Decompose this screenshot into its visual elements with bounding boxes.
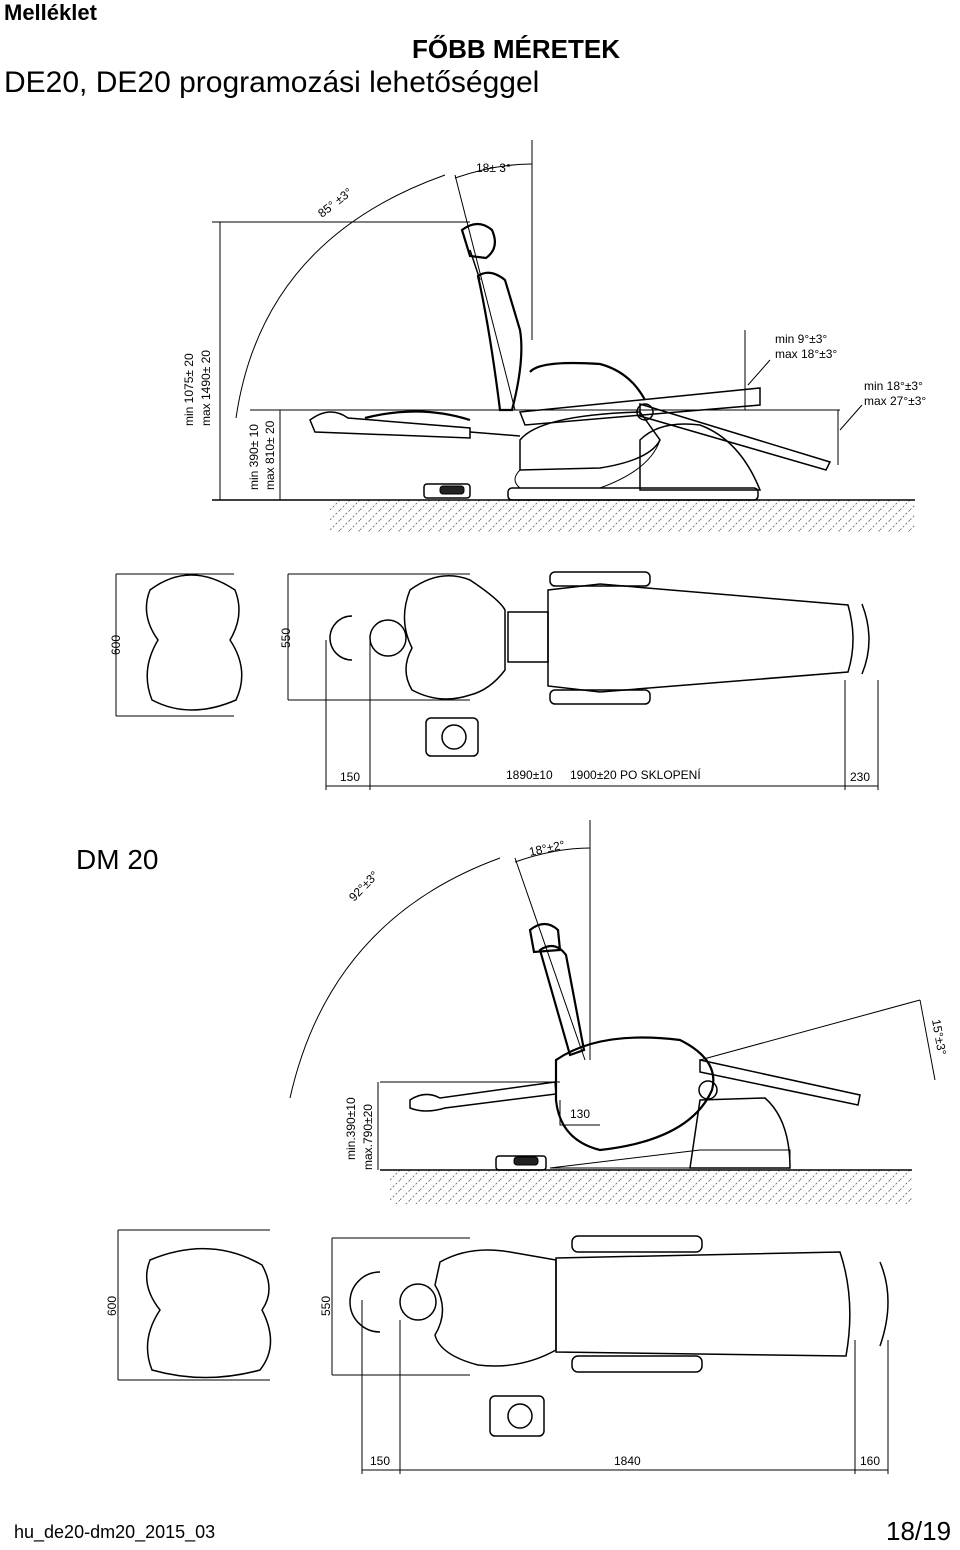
de20-flat-seat	[364, 410, 471, 422]
de20-top-label-1900: 1900±20 PO SKLOPENÍ	[570, 767, 701, 782]
de20-side-view: 85° ±3° 18± 3° min 9°±3° max 18°±3° min …	[182, 140, 926, 532]
dm20-offset-dim	[559, 1100, 600, 1126]
de20-back-angle-arc	[235, 174, 446, 419]
de20-top-armrest-upper	[549, 571, 651, 587]
de20-pivot	[636, 403, 654, 421]
dm20-headrest	[528, 922, 562, 954]
dm20-top-view: 600 550 150 1840 160	[105, 1229, 889, 1474]
de20-armrest	[529, 361, 646, 401]
dm20-top-foot-control	[489, 1395, 545, 1437]
dm20-top-armrest-upper	[571, 1235, 703, 1253]
dm20-label-height-min: min.390±10	[344, 1097, 358, 1160]
de20-label-foot-angle-min: min 18°±3°	[864, 379, 923, 393]
section-title-dm20: DM 20	[76, 844, 159, 875]
de20-label-height-seat-min: min 390± 10	[247, 424, 261, 490]
de20-top-backrest-outline	[403, 575, 506, 700]
de20-foot-control-pedal	[439, 485, 465, 495]
de20-seat-shell	[514, 439, 661, 489]
de20-foot-control	[423, 483, 471, 499]
de20-top-left-arc	[329, 615, 353, 661]
dm20-top-label-600: 600	[105, 1296, 119, 1316]
dm20-pivot	[698, 1080, 718, 1100]
page-title: FŐBB MÉRETEK	[412, 34, 620, 64]
de20-label-back-angle: 85° ±3°	[315, 185, 355, 220]
dm20-top-headrest-outline	[145, 1247, 272, 1379]
dm20-top-headrest-cushion	[399, 1283, 437, 1321]
de20-top-seat-outline	[547, 583, 854, 693]
de20-base-plate	[507, 487, 759, 501]
de20-base-column	[639, 423, 762, 491]
dm20-foot-angle-ref	[919, 999, 936, 1081]
de20-legrest-lower	[639, 402, 832, 471]
de20-top-label-230: 230	[850, 770, 870, 784]
dm20-base-column	[689, 1097, 791, 1169]
de20-top-label-1890: 1890±10	[506, 768, 553, 782]
dm20-floor-hatch	[390, 1170, 912, 1204]
de20-back-axis-line	[454, 174, 516, 411]
de20-foot-angle-leader	[839, 404, 863, 431]
document-id: hu_de20-dm20_2015_03	[14, 1522, 216, 1542]
dm20-top-label-150: 150	[370, 1454, 390, 1468]
de20-top-foot-control	[425, 717, 479, 757]
dm20-label-offset: 130	[570, 1107, 590, 1121]
dm20-top-foot-arc	[879, 1261, 889, 1347]
de20-seat-angle-leader	[747, 359, 771, 386]
de20-headrest	[460, 222, 497, 260]
de20-top-headrest-cushion	[369, 619, 407, 657]
page-subtitle: DE20, DE20 programozási lehetőséggel	[4, 66, 540, 99]
de20-label-head-angle: 18± 3°	[476, 161, 511, 175]
de20-top-neck	[507, 611, 549, 663]
de20-top-view: 600 550 150 1890±10 1900±20 PO SKLOPENÍ …	[109, 571, 879, 790]
de20-top-label-600: 600	[109, 635, 123, 655]
de20-flat-footrest	[309, 411, 471, 439]
dm20-foot-control-pedal	[513, 1156, 539, 1166]
de20-top-armrest-lower	[549, 689, 651, 705]
de20-label-height-total-max: max 1490± 20	[199, 350, 213, 426]
de20-top-foot-arc	[861, 603, 870, 675]
dm20-label-head-angle: 18°±2°	[528, 838, 567, 859]
de20-label-seat-angle-min: min 9°±3°	[775, 332, 827, 346]
dm20-base-plate	[549, 1149, 791, 1169]
de20-label-height-total-min: min 1075± 20	[182, 353, 196, 426]
appendix-label: Melléklet	[4, 0, 97, 25]
dm20-seat-shell	[554, 1036, 715, 1152]
dm20-legrest	[699, 1059, 861, 1106]
dm20-flat-footrest	[409, 1081, 557, 1112]
de20-backrest	[476, 271, 523, 412]
dm20-top-seat-outline	[555, 1251, 851, 1357]
dm20-foot-control	[495, 1155, 547, 1171]
dm20-head-angle-arc	[514, 847, 591, 863]
de20-flat-connector	[469, 431, 521, 437]
dm20-label-foot-angle: 15°±3°	[929, 1018, 949, 1056]
dm20-top-left-arc	[349, 1271, 381, 1333]
page-number: 18/19	[886, 1516, 952, 1546]
de20-label-height-seat-max: max 810± 20	[263, 420, 277, 490]
de20-head-angle-arc	[454, 163, 533, 179]
de20-label-seat-angle-max: max 18°±3°	[775, 347, 837, 361]
dm20-foot-angle-line	[699, 999, 921, 1061]
de20-top-foot-control-knob	[441, 724, 467, 750]
dm20-label-height-max: max.790±20	[361, 1104, 375, 1170]
dm20-label-back-angle: 92°±3°	[346, 868, 381, 904]
dm20-top-label-550: 550	[319, 1296, 333, 1316]
de20-floor-hatch	[330, 500, 915, 532]
de20-label-foot-angle-max: max 27°±3°	[864, 394, 926, 408]
de20-top-headrest-outline	[145, 574, 243, 711]
de20-top-label-150: 150	[340, 770, 360, 784]
dm20-top-foot-control-knob	[507, 1403, 533, 1429]
dm20-back-angle-arc	[289, 857, 501, 1099]
de20-headrest-stem	[469, 249, 481, 281]
de20-seat-body	[519, 411, 661, 471]
dm20-top-label-1840: 1840	[614, 1454, 641, 1468]
de20-legrest-upper	[518, 387, 761, 426]
de20-top-label-550: 550	[279, 628, 293, 648]
dm20-top-backrest-outline	[434, 1249, 557, 1367]
dm20-top-armrest-lower	[571, 1355, 703, 1373]
dm20-back-axis-line	[514, 857, 586, 1061]
dm20-top-label-160: 160	[860, 1454, 880, 1468]
dm20-side-view: 92°±3° 18°±2° 15°±3° min.390±10 max.790±…	[289, 820, 949, 1204]
